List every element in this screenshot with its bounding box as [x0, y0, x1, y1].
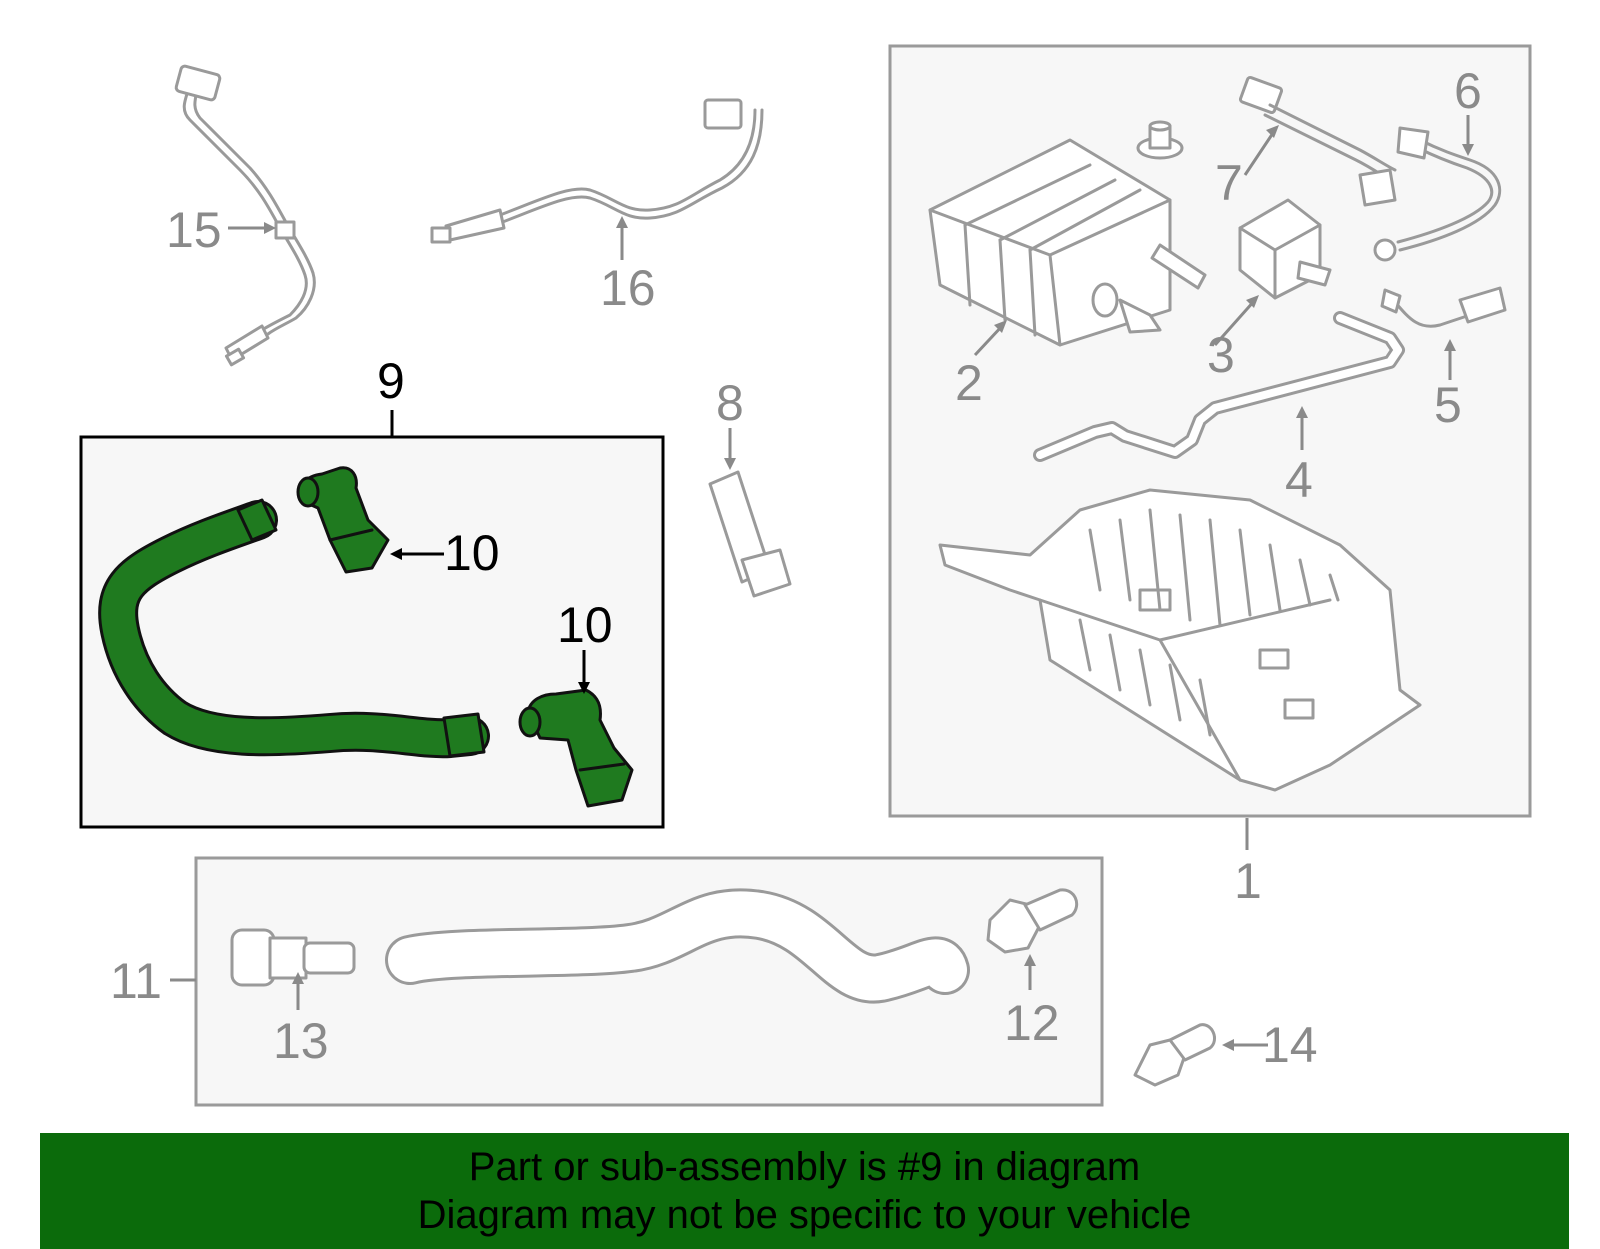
callout-15: 15 [166, 202, 222, 258]
oxygen-sensor-16-icon [430, 98, 764, 244]
callout-12: 12 [1004, 995, 1060, 1051]
callout-1: 1 [1234, 853, 1262, 909]
callout-8: 8 [716, 375, 744, 431]
vapor-canister-2-icon [928, 138, 1207, 347]
connector-8-icon [708, 470, 792, 598]
assembly-box-9 [79, 435, 665, 829]
oxygen-sensor-15-icon [174, 64, 316, 367]
callout-14: 14 [1262, 1017, 1318, 1073]
callout-16: 16 [600, 260, 656, 316]
fitting-13-icon [230, 928, 356, 987]
quick-connector-10-lower-icon [518, 688, 634, 808]
fuel-vapor-hose-9-icon [98, 498, 490, 759]
callout-13: 13 [273, 1013, 329, 1069]
callout-6: 6 [1454, 63, 1482, 119]
banner-line-1: Part or sub-assembly is #9 in diagram [468, 1145, 1141, 1189]
fitting-12-icon [986, 888, 1079, 954]
grommet-icon [1136, 120, 1184, 160]
sensor-5-icon [1380, 286, 1507, 328]
callout-3: 3 [1207, 327, 1235, 383]
callout-4: 4 [1285, 452, 1313, 508]
canister-bracket-icon [938, 488, 1422, 792]
callout-10-lower: 10 [557, 597, 613, 653]
harness-7-icon [1238, 75, 1397, 207]
fitting-14-icon [1133, 1023, 1216, 1087]
callout-10-upper: 10 [444, 525, 500, 581]
banner-line-2: Diagram may not be specific to your vehi… [417, 1193, 1192, 1237]
vapor-hose-11-icon [385, 888, 970, 1004]
vent-tube-4-icon [1033, 311, 1405, 462]
callout-11: 11 [110, 953, 162, 1009]
quick-connector-10-upper-icon [296, 466, 390, 574]
info-banner: Part or sub-assembly is #9 in diagram Di… [40, 1133, 1569, 1249]
callout-7: 7 [1215, 155, 1243, 211]
sensor-6-icon [1373, 126, 1502, 262]
callout-9: 9 [377, 353, 405, 409]
callout-5: 5 [1434, 377, 1462, 433]
callout-2: 2 [955, 355, 983, 411]
purge-valve-3-icon [1238, 198, 1332, 300]
